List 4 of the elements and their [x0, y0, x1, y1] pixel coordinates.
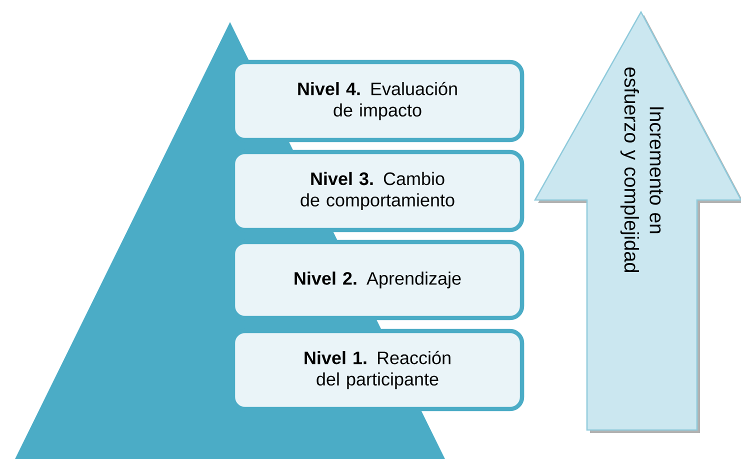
level-box: Nivel 2. Aprendizaje — [230, 240, 524, 320]
level-box: Nivel 4. Evaluación de impacto — [230, 60, 524, 142]
level-box: Nivel 3. Cambio de comportamiento — [230, 150, 524, 232]
level-box: Nivel 1. Reacción del participante — [230, 328, 524, 412]
